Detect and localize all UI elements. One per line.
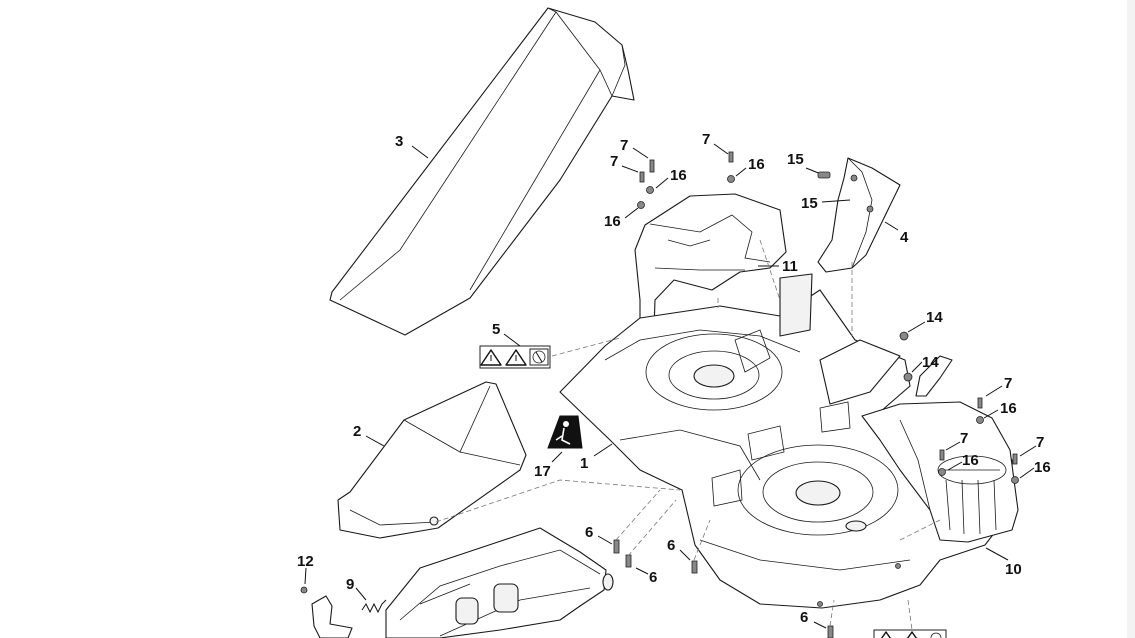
hardware-bolt-7e bbox=[939, 449, 945, 461]
callout-2: 2 bbox=[353, 423, 361, 440]
hardware-bolt-15a bbox=[817, 171, 831, 179]
hardware-nut-16e bbox=[938, 468, 946, 476]
callout-5: 5 bbox=[492, 321, 500, 338]
part-12-bracket bbox=[300, 586, 353, 638]
callout-12: 12 bbox=[297, 553, 314, 570]
part-11-deflector-housing bbox=[634, 193, 787, 331]
callout-6d: 6 bbox=[800, 609, 808, 626]
callout-3: 3 bbox=[395, 133, 403, 150]
callout-4: 4 bbox=[900, 229, 909, 246]
part-17-operator-decal bbox=[547, 415, 583, 449]
part-9-spring bbox=[361, 599, 387, 614]
hardware-bolt-7b bbox=[639, 171, 645, 183]
callout-10: 10 bbox=[1005, 561, 1022, 578]
callout-6a: 6 bbox=[585, 524, 593, 541]
callout-16b: 16 bbox=[604, 213, 621, 230]
hardware-nut-16c bbox=[727, 175, 735, 183]
callout-14a: 14 bbox=[926, 309, 943, 326]
hardware-nut-16b bbox=[637, 201, 645, 209]
lower-warning-decal bbox=[873, 629, 947, 638]
callout-1: 1 bbox=[580, 455, 588, 472]
callout-7a: 7 bbox=[620, 137, 628, 154]
callout-16f: 16 bbox=[1034, 459, 1051, 476]
hardware-nut-16d bbox=[976, 416, 984, 424]
part-lower-frame bbox=[385, 527, 614, 638]
scrollbar-track[interactable] bbox=[1127, 0, 1135, 638]
hardware-bolt-7a bbox=[649, 159, 655, 173]
callout-16a: 16 bbox=[670, 167, 687, 184]
callout-15a: 15 bbox=[787, 151, 804, 168]
hardware-bolt-7f bbox=[1012, 453, 1018, 465]
part-2-grass-chute bbox=[337, 381, 527, 539]
hardware-bolt-7d bbox=[977, 397, 983, 409]
callout-15b: 15 bbox=[801, 195, 818, 212]
hardware-bolt-6c bbox=[691, 560, 698, 574]
hardware-bolt-6d bbox=[827, 625, 834, 638]
hardware-bolt-6a bbox=[613, 539, 620, 554]
hardware-nut-16a bbox=[646, 186, 654, 194]
part-1-mower-deck bbox=[559, 273, 1013, 609]
callout-7c: 7 bbox=[702, 131, 710, 148]
callout-16e: 16 bbox=[962, 452, 979, 469]
callout-16d: 16 bbox=[1000, 400, 1017, 417]
part-4-side-flap bbox=[817, 157, 901, 273]
part-5-warning-decal bbox=[479, 345, 551, 369]
part-14-clip bbox=[899, 331, 953, 397]
callout-11: 11 bbox=[782, 258, 798, 275]
part-3-rear-chute bbox=[329, 7, 635, 336]
callout-6c: 6 bbox=[667, 537, 675, 554]
hardware-nut-16f bbox=[1011, 476, 1019, 484]
callout-7b: 7 bbox=[610, 153, 618, 170]
callout-7e: 7 bbox=[960, 430, 968, 447]
hardware-bolt-6b bbox=[625, 554, 632, 568]
callout-7d: 7 bbox=[1004, 375, 1012, 392]
callout-17: 17 bbox=[534, 463, 551, 480]
hardware-bolt-7c bbox=[728, 151, 734, 163]
callout-7f: 7 bbox=[1036, 434, 1044, 451]
callout-16c: 16 bbox=[748, 156, 765, 173]
callout-6b: 6 bbox=[649, 569, 657, 586]
callout-14b: 14 bbox=[922, 354, 939, 371]
callout-9: 9 bbox=[346, 576, 354, 593]
